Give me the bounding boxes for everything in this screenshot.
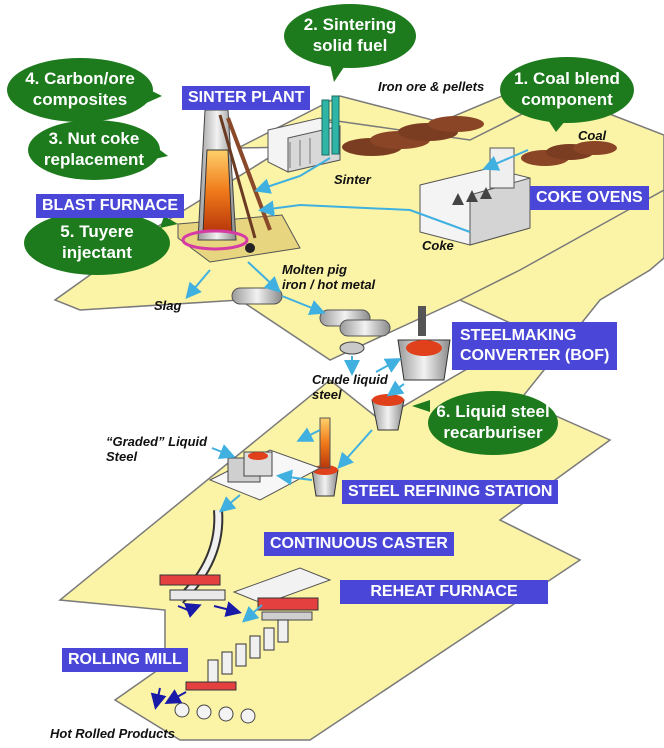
title-bof-line2: CONVERTER (BOF)	[460, 347, 610, 364]
bubble-tuyere: 5. Tuyere injectant	[36, 221, 158, 263]
label-molten-pig-iron: Molten pig iron / hot metal	[282, 262, 375, 292]
bubble-4-shape	[7, 58, 162, 122]
material-flow-arrows	[185, 149, 529, 623]
title-rolling-mill: ROLLING MILL	[62, 648, 188, 672]
bubble-coal-blend: 1. Coal blend component	[508, 68, 626, 110]
hot-rolled-coils	[174, 702, 256, 724]
label-crude-steel: Crude liquid steel	[312, 372, 388, 402]
reheat-furnace-building	[232, 567, 332, 621]
bubble-6-shape	[412, 391, 558, 455]
bubble-5-line2: injectant	[62, 243, 132, 262]
label-graded-line1: “Graded” Liquid	[106, 434, 208, 449]
title-continuous-caster: CONTINUOUS CASTER	[264, 532, 454, 556]
label-crude-line1: Crude liquid	[312, 372, 388, 387]
label-molten-line2: iron / hot metal	[282, 277, 376, 292]
caster-strand	[159, 509, 226, 604]
bubble-4-line2: composites	[32, 90, 128, 109]
bubble-1-line2: component	[521, 90, 613, 109]
title-reheat-furnace: REHEAT FURNACE	[340, 580, 548, 604]
bubble-2-shape	[284, 4, 416, 82]
label-iron-ore: Iron ore & pellets	[378, 79, 485, 94]
bubble-1-shape	[500, 57, 634, 132]
bubble-3-line2: replacement	[43, 150, 145, 169]
product-flow-arrows	[150, 601, 242, 710]
bubble-shapes	[7, 4, 634, 455]
label-hot-rolled-products: Hot Rolled Products	[50, 726, 175, 741]
torpedo-cars	[231, 287, 391, 337]
label-coke: Coke	[422, 238, 454, 253]
bubble-2-line2: solid fuel	[312, 36, 388, 55]
bubble-5-line1: 5. Tuyere	[60, 222, 134, 241]
steel-ladles	[311, 394, 405, 497]
label-coal: Coal	[578, 128, 607, 143]
bubble-carbon-ore: 4. Carbon/ore composites	[14, 68, 146, 110]
iron-ore-piles	[342, 116, 484, 156]
bubble-2-line1: 2. Sintering	[303, 15, 397, 34]
title-bof: STEELMAKING CONVERTER (BOF)	[452, 322, 618, 370]
coal-piles	[521, 141, 617, 166]
title-refining-station: STEEL REFINING STATION	[342, 480, 559, 504]
bof-converter	[339, 306, 451, 381]
rolling-mill-stands	[185, 619, 289, 691]
blast-furnace-structure	[177, 109, 301, 263]
label-crude-line2: steel	[312, 387, 342, 402]
bubble-6-line2: recarburiser	[443, 423, 543, 442]
bubble-3-shape	[28, 120, 168, 180]
label-graded-steel: “Graded” Liquid Steel	[106, 434, 207, 464]
title-coke-ovens: COKE OVENS	[530, 186, 649, 210]
bubble-5-shape	[24, 211, 178, 275]
refining-column	[319, 417, 331, 469]
bubble-nut-coke: 3. Nut coke replacement	[34, 128, 154, 170]
label-slag: Slag	[154, 298, 182, 313]
label-graded-line2: Steel	[106, 449, 138, 464]
label-sinter: Sinter	[334, 172, 371, 187]
bubble-4-line1: 4. Carbon/ore	[25, 69, 135, 88]
bubble-recarburiser: 6. Liquid steel recarburiser	[430, 401, 556, 443]
label-molten-line1: Molten pig	[282, 262, 347, 277]
title-sinter-plant: SINTER PLANT	[182, 86, 311, 110]
title-bof-line1: STEELMAKING	[460, 327, 577, 344]
bubble-sintering-fuel: 2. Sintering solid fuel	[292, 14, 408, 56]
caster-platform	[208, 449, 322, 501]
title-blast-furnace: BLAST FURNACE	[36, 194, 184, 218]
bubble-6-line1: 6. Liquid steel	[436, 402, 550, 421]
bubble-1-line1: 1. Coal blend	[514, 69, 620, 88]
bubble-3-line1: 3. Nut coke	[48, 129, 140, 148]
